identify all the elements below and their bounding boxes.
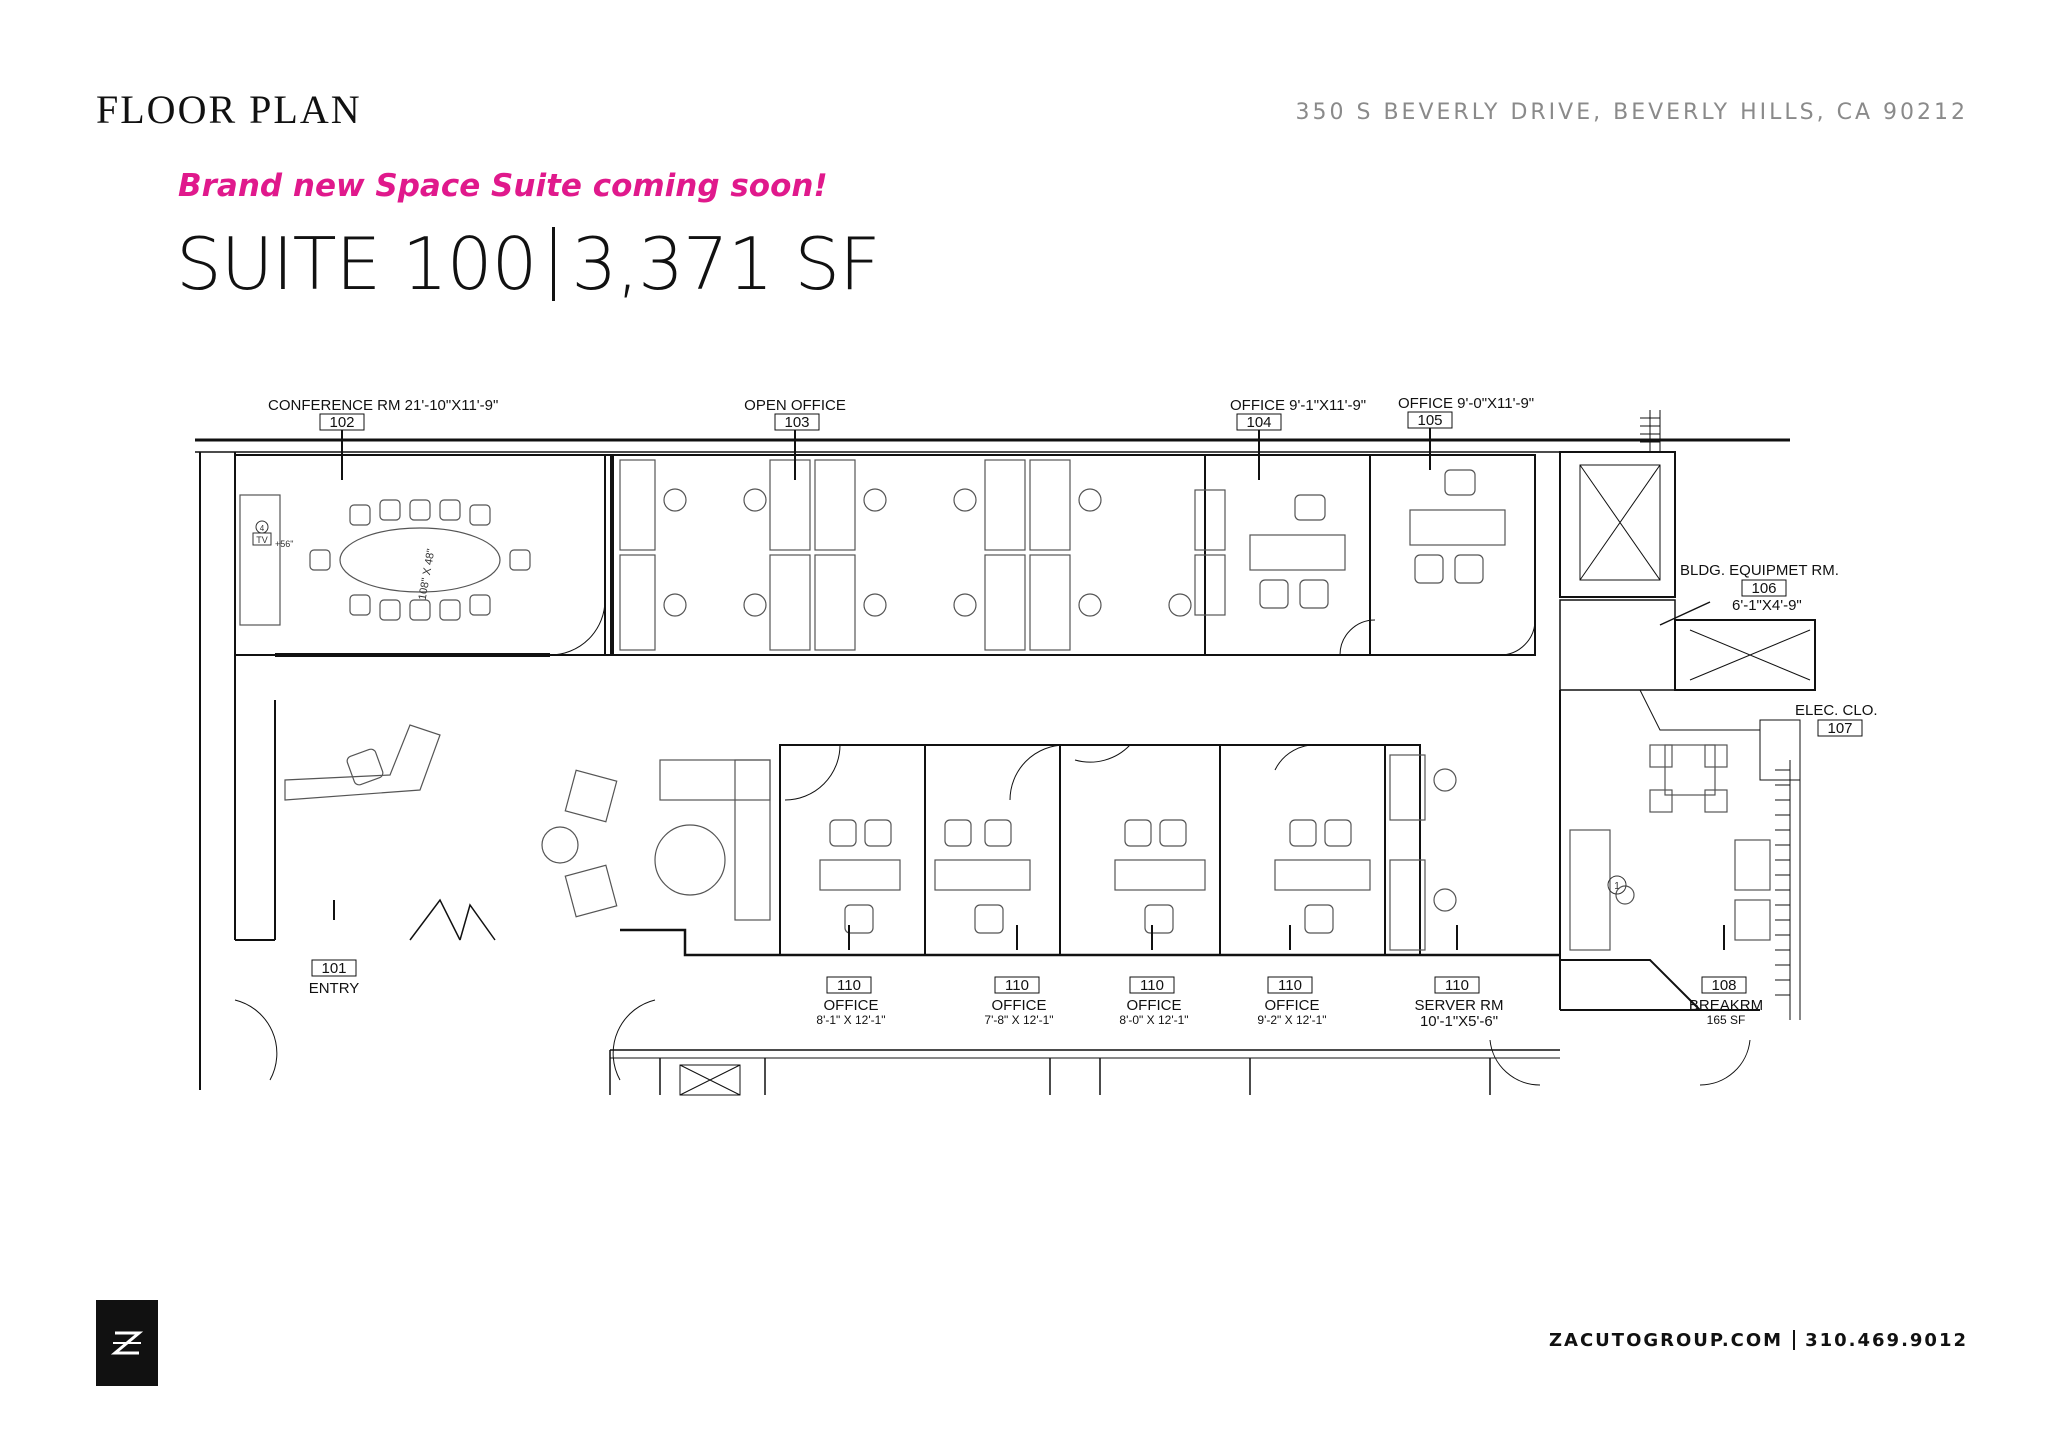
office-104-number: 104 (1246, 414, 1271, 431)
office-105-label: OFFICE 9'-0"X11'-9" (1398, 395, 1534, 412)
tv-annotation: TV (256, 535, 268, 545)
furniture (239, 459, 1771, 951)
elec-closet-number: 107 (1827, 720, 1852, 737)
elec-closet-label: ELEC. CLO. (1795, 702, 1878, 719)
office-c-label: OFFICE (1127, 997, 1182, 1014)
detail-marker: 1 (1614, 881, 1620, 892)
suite-heading: SUITE 100 3,371 SF (176, 222, 881, 306)
conference-room-label: CONFERENCE RM 21'-10"X11'-9" (268, 397, 498, 414)
phone-number[interactable]: 310.469.9012 (1805, 1330, 1968, 1351)
entry-number: 101 (321, 960, 346, 977)
footer-contact: ZACUTOGROUP.COM 310.469.9012 (1549, 1330, 1968, 1351)
entry-label: ENTRY (309, 980, 360, 997)
website-link[interactable]: ZACUTOGROUP.COM (1548, 1330, 1784, 1351)
room-labels: CONFERENCE RM 21'-10"X11'-9" 102 OPEN OF… (268, 395, 1878, 1030)
office-a-number: 110 (837, 977, 861, 994)
open-office-number: 103 (784, 414, 809, 431)
office-a-label: OFFICE (824, 997, 879, 1014)
z-logo-mark (110, 1331, 144, 1355)
tv-marker: 4 (260, 524, 265, 533)
bldg-equip-size: 6'-1"X4'-9" (1732, 597, 1802, 614)
office-b-size: 7'-8" X 12'-1" (984, 1013, 1053, 1027)
table-size-annotation: 108" X 48" (417, 548, 438, 601)
office-d-label: OFFICE (1265, 997, 1320, 1014)
office-a-size: 8'-1" X 12'-1" (816, 1013, 885, 1027)
office-d-number: 110 (1278, 977, 1302, 994)
suite-area: 3,371 SF (571, 222, 880, 306)
office-b-label: OFFICE (992, 997, 1047, 1014)
heading-separator (552, 227, 556, 301)
server-room-size: 10'-1"X5'-6" (1420, 1013, 1498, 1030)
breakroom-label: BREAKRM (1689, 997, 1763, 1014)
server-room-label: SERVER RM (1415, 997, 1504, 1014)
office-105-number: 105 (1417, 412, 1442, 429)
property-address: 350 S BEVERLY DRIVE, BEVERLY HILLS, CA 9… (1295, 100, 1968, 125)
tagline: Brand new Space Suite coming soon! (178, 168, 828, 204)
leader-lines (333, 428, 1725, 950)
page-title: FLOOR PLAN (96, 87, 362, 132)
breakroom-number: 108 (1711, 977, 1736, 994)
office-d-size: 9'-2" X 12'-1" (1257, 1013, 1326, 1027)
office-b-number: 110 (1005, 977, 1029, 994)
office-c-size: 8'-0" X 12'-1" (1119, 1013, 1188, 1027)
bldg-equip-number: 106 (1751, 580, 1776, 597)
conference-room-number: 102 (329, 414, 354, 431)
breakroom-size: 165 SF (1707, 1013, 1746, 1027)
bldg-equip-label: BLDG. EQUIPMET RM. (1680, 562, 1839, 579)
z-logo-icon (96, 1300, 158, 1386)
footer-separator (1793, 1330, 1796, 1350)
office-c-number: 110 (1140, 977, 1164, 994)
server-room-number: 110 (1445, 977, 1469, 994)
tv-height-annotation: +56" (275, 539, 293, 549)
open-office-label: OPEN OFFICE (744, 397, 846, 414)
suite-name: SUITE 100 (176, 222, 537, 306)
office-104-label: OFFICE 9'-1"X11'-9" (1230, 397, 1366, 414)
